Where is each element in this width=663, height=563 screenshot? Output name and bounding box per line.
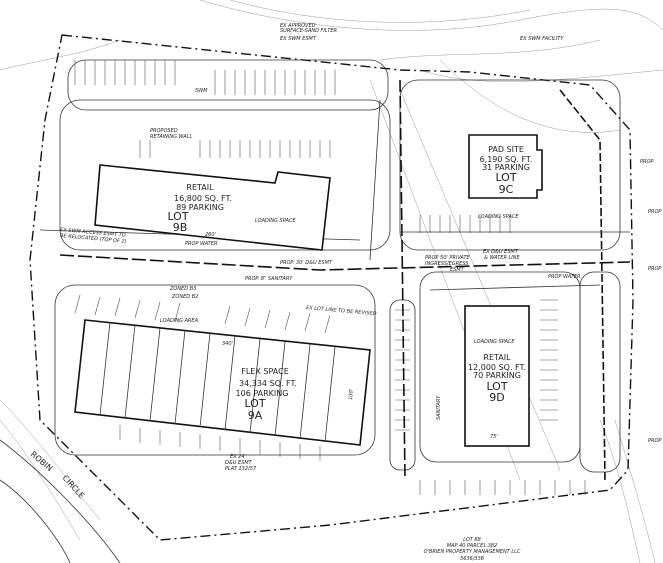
lot-9d-parking: 70 PARKING bbox=[473, 371, 521, 380]
label-du-water-line: & WATER LINE bbox=[484, 255, 521, 261]
label-prop: PROP bbox=[648, 209, 661, 215]
label-loading-space-9c: LOADING SPACE bbox=[478, 214, 519, 220]
lot-9b-use: RETAIL bbox=[186, 183, 214, 192]
label-dim-100: 100' bbox=[348, 389, 355, 400]
lot-9b-number: 9B bbox=[173, 221, 188, 234]
label-robin: ROBIN bbox=[29, 450, 54, 473]
label-loading-space-9b: LOADING SPACE bbox=[255, 218, 296, 224]
lot-9c-number: 9C bbox=[499, 183, 514, 196]
label-dim-260: 260' bbox=[205, 232, 216, 238]
property-boundary bbox=[29, 34, 634, 541]
lot-9a-area: 34,334 SQ. FT. bbox=[239, 379, 297, 388]
label-du-esmt-30: PROP. 30' D&U ESMT bbox=[280, 260, 333, 266]
label-sand-filter: EX APPROVED bbox=[280, 23, 316, 29]
robin-circle-road-edge bbox=[0, 479, 71, 563]
lot-9d-use: RETAIL bbox=[483, 353, 511, 362]
label-sanitary: PROP. 8" SANITARY bbox=[245, 276, 293, 282]
label-ingress-egress: ESMT bbox=[450, 267, 465, 273]
label-loading-space-9d: LOADING SPACE bbox=[474, 339, 515, 345]
label-du-water-line: EX D&U ESMT bbox=[483, 249, 519, 255]
label-retaining-wall: PROPOSED bbox=[150, 128, 178, 134]
label-swm-esmt: EX SWM ESMT bbox=[280, 36, 317, 42]
label-lot-line: EX LOT LINE TO BE REVISED bbox=[306, 305, 377, 317]
building-lot-9d bbox=[464, 305, 530, 447]
label-dim-340: 340' bbox=[222, 341, 233, 347]
lot-9c-use: PAD SITE bbox=[488, 145, 524, 154]
label-circle: CIRCLE bbox=[61, 473, 87, 500]
label-loading-area: LOADING AREA bbox=[160, 318, 199, 324]
label-zoned-b2: ZONED B2 bbox=[171, 294, 198, 300]
label-ingress-egress: INGRESS/EGRESS bbox=[425, 261, 469, 267]
parcel-line-3: O'BRIEN PROPERTY MANAGEMENT LLC bbox=[424, 549, 521, 555]
lot-9d-area: 12,000 SQ. FT. bbox=[468, 363, 526, 372]
building-lot-9a bbox=[74, 319, 371, 446]
label-swm-access: EX SWM ACCESS ESMT TO bbox=[60, 227, 126, 239]
lot-9c-label: LOT bbox=[495, 171, 516, 184]
label-sand-filter: SURFACE-SAND FILTER bbox=[280, 28, 337, 34]
lot-9a-label: LOT bbox=[244, 397, 265, 410]
label-dim-75: 75' bbox=[490, 434, 498, 440]
lot-9a-parking: 106 PARKING bbox=[236, 389, 289, 398]
parcel-line-4: 5636/338 bbox=[460, 556, 484, 562]
lot-9c-area: 6,190 SQ. FT. bbox=[480, 155, 533, 164]
label-zoned-b3: ZONED B3 bbox=[169, 286, 196, 292]
label-prop: PROP bbox=[648, 266, 661, 272]
label-prop-water: PROP WATER bbox=[185, 241, 217, 247]
lot-9a-number: 9A bbox=[248, 409, 263, 422]
label-du-esmt-24: D&U ESMT bbox=[225, 460, 253, 466]
label-du-esmt-24: EX 24' bbox=[230, 454, 246, 460]
lot-9a-use: FLEX SPACE bbox=[241, 367, 289, 376]
label-prop: PROP bbox=[648, 438, 661, 444]
parking-areas bbox=[54, 59, 621, 495]
building-lot-9b bbox=[94, 164, 331, 251]
lot-9d-number: 9D bbox=[489, 391, 504, 404]
label-prop: PROP bbox=[640, 159, 653, 165]
lot-9d-label: LOT bbox=[486, 380, 507, 393]
label-swm: SWM bbox=[195, 88, 208, 94]
label-ingress-egress: PROP 50' PRIVATE bbox=[425, 255, 471, 261]
parcel-line-2: MAP 40 PARCEL 382 bbox=[447, 543, 498, 549]
parcel-line-1: LOT 88 bbox=[463, 537, 481, 543]
lot-9b-area: 16,800 SQ. FT. bbox=[174, 194, 232, 203]
label-sanitary-line: SANITARY bbox=[436, 395, 442, 420]
lot-9c-parking: 31 PARKING bbox=[482, 163, 530, 172]
building-lot-9c bbox=[468, 134, 543, 199]
lot-9b-label: LOT bbox=[167, 210, 188, 223]
label-prop-water-9d: PROP WATER bbox=[548, 274, 580, 280]
lot-9b-parking: 89 PARKING bbox=[176, 203, 224, 212]
label-swm-access: BE RELOCATED (TOP OF 2) bbox=[60, 233, 127, 245]
label-swm-facility: EX SWM FACILITY bbox=[520, 36, 564, 42]
robin-circle-road-edge bbox=[0, 439, 121, 563]
adjacent-parcel-label: LOT 88 MAP 40 PARCEL 382 O'BRIEN PROPERT… bbox=[424, 537, 521, 562]
label-du-esmt-24: PLAT 132/57 bbox=[225, 466, 257, 472]
label-retaining-wall: RETAINING WALL bbox=[150, 134, 192, 140]
